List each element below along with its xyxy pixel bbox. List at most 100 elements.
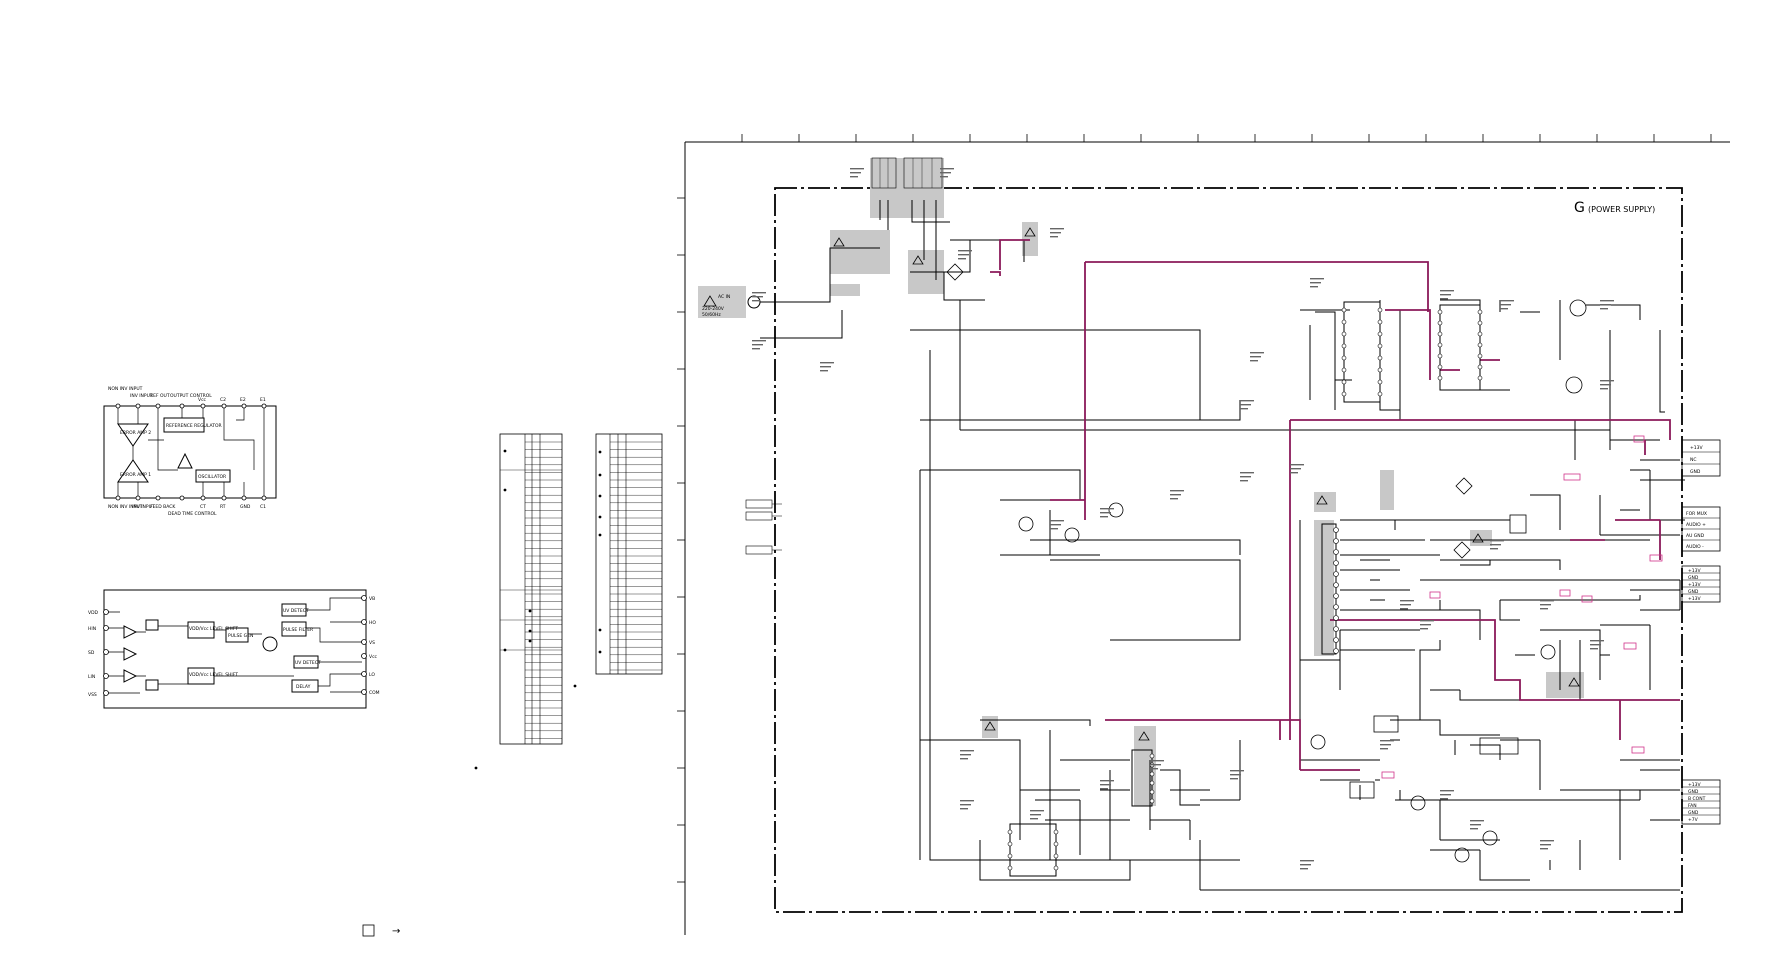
ic1-top-pin-label: REF OUT bbox=[150, 393, 170, 399]
annotation-mark bbox=[752, 300, 760, 302]
annotation-mark bbox=[1540, 604, 1551, 606]
annotation-mark bbox=[1240, 404, 1251, 406]
annotation-mark bbox=[1540, 848, 1548, 850]
connector-cn-audio: FOR MUX AUDIO + AU GND AUDIO - bbox=[1681, 506, 1721, 552]
annotation-mark bbox=[1230, 774, 1241, 776]
annotation-mark bbox=[1240, 400, 1254, 402]
ic-pin bbox=[1333, 604, 1339, 610]
annotation-mark bbox=[958, 254, 969, 256]
ic-pin bbox=[1053, 865, 1059, 871]
ic-packages bbox=[1009, 301, 1481, 877]
ic1-block-label: OSCILLATOR bbox=[198, 474, 226, 480]
connector-pin-label: B CONT bbox=[1688, 796, 1706, 802]
annotation-mark bbox=[1050, 228, 1064, 230]
connector-pin-label: FOR MUX bbox=[1686, 511, 1707, 517]
annotation-mark bbox=[850, 172, 861, 174]
ic1-top-pin-label: INV INPUT bbox=[130, 393, 153, 399]
ic2-right-pin-label: VB bbox=[369, 596, 375, 602]
connector-pin-label: GND bbox=[1688, 810, 1699, 816]
annotation-mark bbox=[752, 296, 763, 298]
ic-pin bbox=[1437, 309, 1443, 315]
ic-pin bbox=[1007, 841, 1013, 847]
annotation-mark bbox=[1440, 798, 1448, 800]
connector-pin-label: AUDIO + bbox=[1686, 522, 1706, 528]
ic-pin bbox=[1377, 379, 1383, 385]
ic1-bottom-pin-label: GND bbox=[240, 504, 251, 510]
annotation-mark bbox=[1100, 784, 1111, 786]
connector-pin-label: +13V bbox=[1688, 568, 1701, 574]
sheet-frame bbox=[677, 134, 1730, 935]
ic-pin bbox=[1377, 307, 1383, 313]
ic-pin bbox=[1053, 853, 1059, 859]
ac-inlet-label: AC IN bbox=[718, 294, 730, 300]
annotation-mark bbox=[1440, 290, 1454, 292]
annotation-mark bbox=[1030, 810, 1044, 812]
annotation-mark bbox=[1600, 388, 1608, 390]
ic2-block-label: UV DETECT bbox=[283, 608, 309, 614]
annotation-mark bbox=[1050, 528, 1058, 530]
annotation-mark bbox=[1440, 794, 1451, 796]
annotation-mark bbox=[752, 348, 760, 350]
ic-pin bbox=[1053, 829, 1059, 835]
ic1-block-label: ERROR AMP 2 bbox=[120, 430, 151, 436]
ic-pin bbox=[1007, 865, 1013, 871]
ic1-bottom-pin-label: INV INPUT bbox=[132, 504, 155, 510]
left-connectors bbox=[745, 499, 782, 555]
annotation-mark bbox=[1400, 604, 1411, 606]
ic-pin bbox=[1333, 648, 1339, 654]
annotation-mark bbox=[1470, 824, 1481, 826]
annotation-mark bbox=[1600, 308, 1608, 310]
ic-pin bbox=[1437, 375, 1443, 381]
connector-pin-label: GND bbox=[1688, 789, 1699, 795]
connector-pin-label: NC bbox=[1690, 457, 1697, 463]
ac-inlet-voltage: 220-240V bbox=[702, 306, 725, 312]
ac-inlet: AC IN 220-240V 50/60Hz bbox=[698, 286, 761, 318]
annotation-mark bbox=[1240, 480, 1248, 482]
ic1-bottom-pin-label: DEAD TIME CONTROL bbox=[168, 511, 217, 517]
transistor-icon bbox=[1018, 299, 1587, 863]
annotation-mark bbox=[1490, 540, 1504, 542]
annotation-mark bbox=[1380, 748, 1388, 750]
ic-pin bbox=[1333, 571, 1339, 577]
ic2-right-pin-label: COM bbox=[369, 690, 380, 696]
connector-cn-bottom: +13V GND B CONT FAN GND +7V bbox=[1681, 779, 1721, 825]
connector-pin-label: +7V bbox=[1688, 817, 1699, 823]
ic1-top-pin-label: E2 bbox=[240, 397, 246, 403]
annotation-mark bbox=[1250, 360, 1258, 362]
ic-pin bbox=[1437, 364, 1443, 370]
ic2-block-label: VDD/Vcc LEVEL SHIFT bbox=[189, 626, 238, 632]
ac-inlet-freq: 50/60Hz bbox=[702, 312, 721, 318]
annotation-mark bbox=[820, 370, 828, 372]
connector-pin-label: FAN bbox=[1688, 803, 1697, 809]
annotation-mark bbox=[1440, 298, 1448, 300]
annotation-mark bbox=[1290, 468, 1301, 470]
annotation-mark bbox=[1310, 278, 1324, 280]
ic1-bottom-pin-label: CT bbox=[200, 504, 206, 510]
annotation-mark bbox=[850, 168, 864, 170]
annotation-mark bbox=[1100, 788, 1108, 790]
ic-pin bbox=[1377, 319, 1383, 325]
annotation-mark bbox=[1500, 308, 1508, 310]
annotation-mark bbox=[1230, 778, 1238, 780]
annotation-mark bbox=[1050, 236, 1058, 238]
ic-pin bbox=[1377, 367, 1383, 373]
annotation-mark bbox=[1420, 624, 1431, 626]
ic1-bottom-pin-label: C1 bbox=[260, 504, 266, 510]
annotation-mark bbox=[1400, 600, 1414, 602]
ic2-left-pin-label: SD bbox=[88, 650, 95, 656]
annotation-mark bbox=[1600, 380, 1614, 382]
annotation-mark bbox=[1420, 628, 1428, 630]
annotation-mark bbox=[940, 176, 948, 178]
ic-pin bbox=[1149, 753, 1155, 759]
ic-pin bbox=[1477, 364, 1483, 370]
ic-pin bbox=[1341, 367, 1347, 373]
ic-pin bbox=[1007, 829, 1013, 835]
annotation-mark bbox=[1400, 608, 1408, 610]
annotation-mark bbox=[1100, 512, 1111, 514]
annotation-mark bbox=[1440, 790, 1454, 792]
ic-pin bbox=[1477, 375, 1483, 381]
ic-pin bbox=[1341, 307, 1347, 313]
ic1-bottom-pin-label: RT bbox=[220, 504, 226, 510]
connector-cn-power: +13V GND +13V GND +13V bbox=[1681, 565, 1721, 603]
annotation-mark bbox=[1290, 464, 1304, 466]
